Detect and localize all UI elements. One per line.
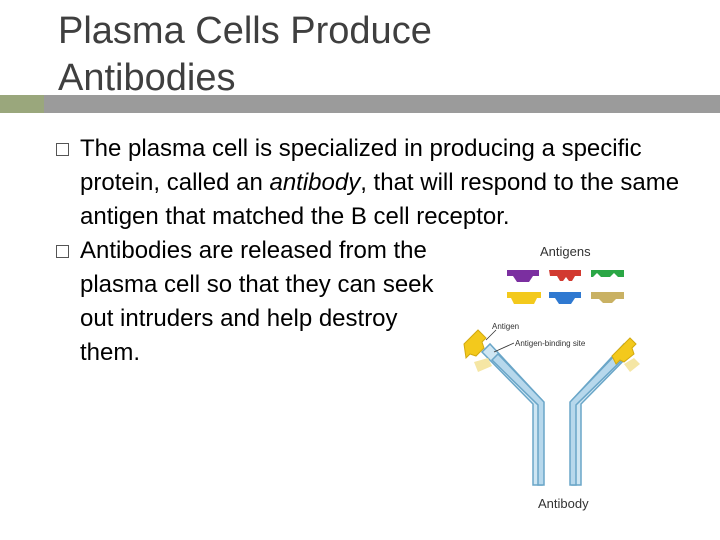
bullet-1-text-end: , that will respond to the same antigen … xyxy=(80,169,680,230)
bullet-list: The plasma cell is specialized in produc… xyxy=(56,132,696,370)
bound-antigen-right-icon xyxy=(611,337,640,372)
antigen-tan-icon xyxy=(591,292,624,303)
label-pointer-lines xyxy=(485,329,515,353)
title-line-2: Antibodies xyxy=(58,57,236,99)
title-divider-bar xyxy=(44,95,720,113)
antigen-label: Antigen xyxy=(492,322,520,331)
slide-title: Plasma Cells Produce Antibodies xyxy=(58,8,698,102)
antigens-label: Antigens xyxy=(540,244,591,259)
antibody-y-shape xyxy=(480,342,634,486)
bound-antigen-left-icon xyxy=(463,329,492,372)
bullet-1-text-start: The plasma cell is specialized in produc… xyxy=(80,135,642,196)
square-bullet-icon xyxy=(56,245,69,258)
antigen-green-icon xyxy=(591,270,624,277)
title-accent-bar xyxy=(0,95,44,113)
antigen-purple-icon xyxy=(507,270,539,282)
title-line-1: Plasma Cells Produce xyxy=(58,10,432,52)
antigen-red-icon xyxy=(549,270,581,281)
bullet-item-1: The plasma cell is specialized in produc… xyxy=(56,132,690,234)
antigen-yellow-icon xyxy=(507,292,541,304)
bullet-1-emphasis: antibody xyxy=(269,169,361,196)
antigen-binding-site-label: Antigen-binding site xyxy=(515,339,586,348)
bullet-2-text: Antibodies are released from the plasma … xyxy=(80,237,434,366)
antibody-label: Antibody xyxy=(538,496,589,511)
bullet-item-2: Antibodies are released from the plasma … xyxy=(56,234,460,370)
antigen-blue-icon xyxy=(549,292,581,304)
square-bullet-icon xyxy=(56,143,69,156)
